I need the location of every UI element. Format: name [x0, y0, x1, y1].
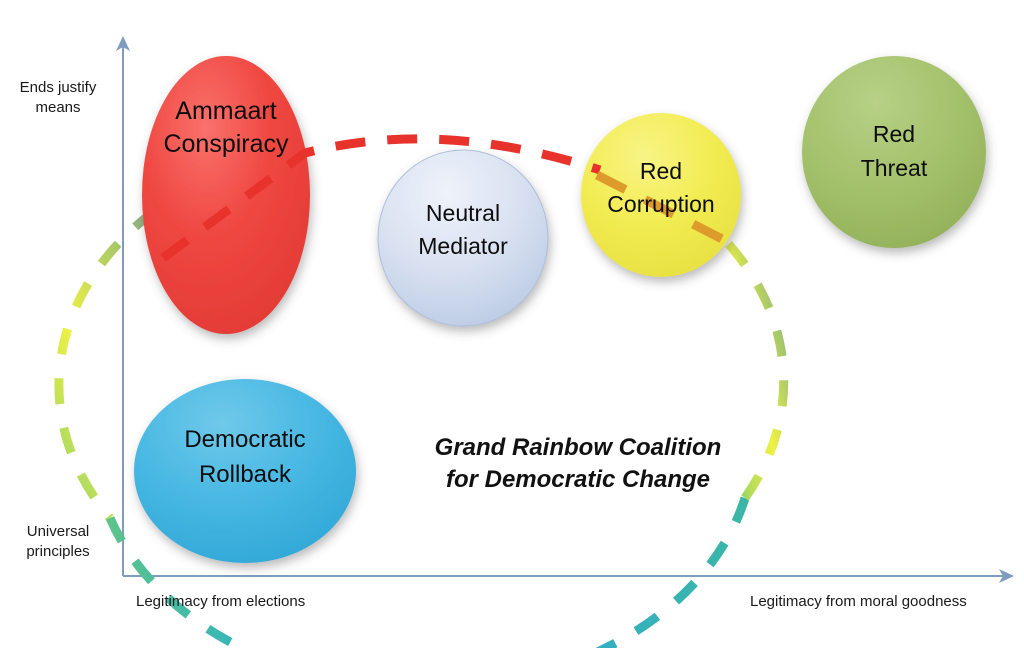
bubble-neutral-mediator[interactable] [377, 149, 549, 327]
y-axis-arrowhead [116, 36, 130, 51]
x-axis-arrowhead [999, 569, 1014, 583]
bubble-ammaart-conspiracy[interactable] [142, 56, 310, 334]
rainbow-coalition-ellipse [54, 158, 789, 648]
x-axis-left-label: Legitimacy from elections [136, 593, 306, 610]
bubble-red-corruption[interactable] [581, 113, 741, 277]
bubble-red-threat[interactable] [802, 56, 986, 248]
red-divider-arc [160, 134, 602, 262]
orange-divider-dash [594, 170, 731, 247]
x-axis-right-label: Legitimacy from moral goodness [750, 593, 967, 610]
coalition-arc-right [709, 224, 789, 501]
bubble-group [134, 56, 986, 563]
coalition-arc-bottom [105, 496, 750, 648]
y-axis-top-label: Ends justify means [19, 79, 97, 116]
y-axis-bottom-label: Universal principles [26, 523, 90, 560]
bubble-democratic-rollback[interactable] [134, 379, 356, 563]
axis-group [116, 36, 1014, 583]
center-caption: Grand Rainbow Coalition for Democratic C… [434, 434, 722, 493]
